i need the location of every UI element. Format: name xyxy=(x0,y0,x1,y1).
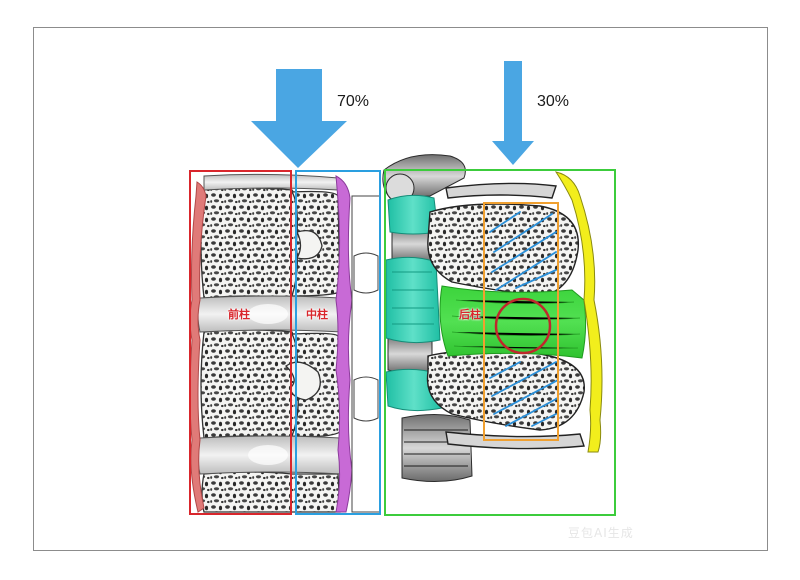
load-label-30: 30% xyxy=(537,93,569,111)
anterior-column-label: 前柱 xyxy=(228,306,250,322)
posterior-column-label: 后柱 xyxy=(459,306,481,322)
load-arrow-70 xyxy=(251,69,347,168)
spinal-canal xyxy=(352,196,380,512)
load-arrow-30 xyxy=(492,61,534,165)
watermark: 豆包AI生成 xyxy=(568,524,634,541)
middle-column-label: 中柱 xyxy=(306,306,328,322)
load-label-70: 70% xyxy=(337,93,369,111)
